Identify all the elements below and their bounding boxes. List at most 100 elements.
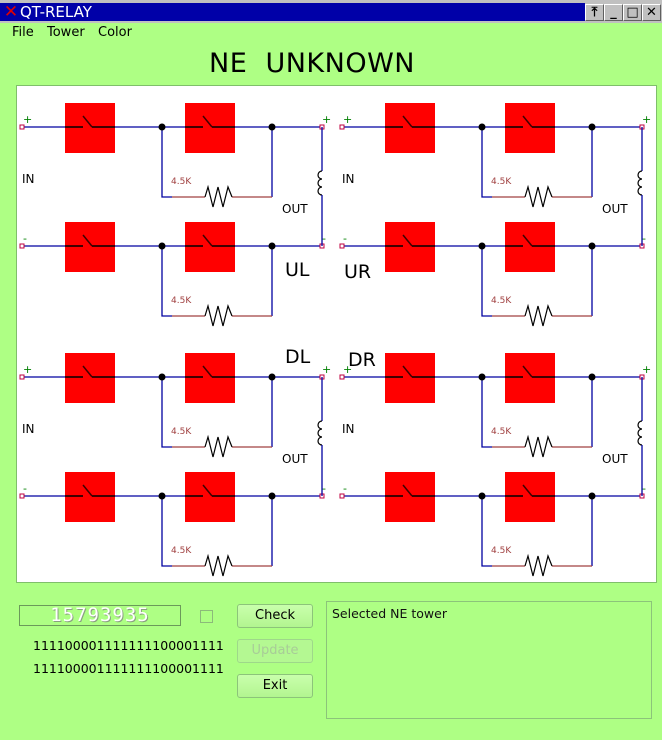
quadrant-label-dr: DR (348, 349, 376, 371)
relay-circuit-canvas: 4.5K + +4.5K - - IN OUT UL 4.5K + +4.5K - - IN OUT UR 4.… (16, 85, 657, 583)
in-label: IN (22, 422, 35, 436)
status-log[interactable]: Selected NE tower (326, 601, 652, 719)
terminal-in (339, 493, 345, 499)
junction-node (478, 492, 486, 500)
window-title: QT-RELAY (20, 3, 92, 21)
resistor-symbol (204, 184, 233, 208)
junction-node (158, 242, 166, 250)
minus-sign: - (23, 232, 27, 245)
plus-sign: + (322, 363, 331, 376)
resistor-label: 4.5K (171, 296, 192, 306)
terminal-in (339, 243, 345, 249)
junction-node (588, 373, 596, 381)
resistor-symbol (524, 184, 553, 208)
update-button[interactable]: Update (237, 639, 313, 663)
coil-symbol (317, 170, 323, 196)
junction-node (588, 242, 596, 250)
terminal-in (19, 243, 25, 249)
plus-sign: + (642, 113, 651, 126)
resistor-label: 4.5K (491, 546, 512, 556)
binary-readout-2: 111100001111111100001111 (33, 661, 224, 676)
out-label: OUT (602, 452, 628, 466)
terminal-in (19, 124, 25, 130)
resistor-loop-wire (161, 127, 172, 198)
resistor-symbol (204, 303, 233, 327)
relay-switch-blade (202, 365, 213, 378)
resistor-symbol (524, 434, 553, 458)
minimize-button[interactable]: _ (604, 4, 623, 21)
junction-node (478, 373, 486, 381)
relay-switch-blade (202, 115, 213, 128)
minus-sign: - (322, 482, 326, 495)
exit-button[interactable]: Exit (237, 674, 313, 698)
in-label: IN (342, 422, 355, 436)
terminal-in (339, 124, 345, 130)
relay-switch-blade (522, 115, 533, 128)
in-label: IN (22, 172, 35, 186)
minimize-icon: _ (610, 5, 617, 20)
menu-color[interactable]: Color (98, 25, 132, 40)
plus-sign: + (343, 363, 352, 376)
junction-node (588, 492, 596, 500)
relay-switch-blade (402, 115, 413, 128)
relay-switch-blade (522, 365, 533, 378)
menu-tower[interactable]: Tower (47, 25, 85, 40)
app-icon[interactable]: ✕ (3, 2, 19, 22)
resistor-symbol (524, 303, 553, 327)
title-bar: ✕ QT-RELAY ⤒ _ □ ✕ (0, 0, 662, 23)
check-button[interactable]: Check (237, 604, 313, 628)
junction-node (478, 123, 486, 131)
plus-sign: + (23, 113, 32, 126)
tower-status-text: NE UNKNOWN (209, 48, 415, 79)
close-button[interactable]: ✕ (642, 4, 661, 21)
quadrant-label-ul: UL (285, 259, 310, 281)
minus-sign: - (343, 482, 347, 495)
lcd-value: 15793935 (50, 604, 150, 626)
minus-sign: - (343, 232, 347, 245)
relay-switch-blade (82, 115, 93, 128)
relay-switch-blade (402, 365, 413, 378)
terminal-in (339, 374, 345, 380)
in-label: IN (342, 172, 355, 186)
plus-sign: + (642, 363, 651, 376)
out-label: OUT (282, 452, 308, 466)
resistor-label: 4.5K (491, 177, 512, 187)
binary-readout-1: 111100001111111100001111 (33, 638, 224, 653)
menu-bar: File Tower Color (0, 23, 662, 43)
title-bar-active[interactable] (0, 3, 585, 21)
coil-symbol (317, 420, 323, 446)
stay-on-top-button[interactable]: ⤒ (585, 4, 604, 21)
status-log-text: Selected NE tower (332, 606, 447, 621)
resistor-loop-wire (481, 496, 492, 567)
relay-switch-blade (82, 234, 93, 247)
resistor-loop-wire (481, 246, 492, 317)
plus-sign: + (23, 363, 32, 376)
relay-switch-blade (522, 484, 533, 497)
quadrant-label-ur: UR (344, 261, 371, 283)
resistor-loop-wire (481, 377, 492, 448)
junction-node (158, 123, 166, 131)
enable-checkbox[interactable] (200, 610, 213, 623)
resistor-label: 4.5K (491, 427, 512, 437)
relay-switch-blade (202, 484, 213, 497)
junction-node (268, 242, 276, 250)
lcd-value-display: 15793935 (19, 605, 181, 626)
out-label: OUT (602, 202, 628, 216)
maximize-button[interactable]: □ (623, 4, 642, 21)
minus-sign: - (642, 482, 646, 495)
relay-switch-blade (402, 234, 413, 247)
plus-sign: + (343, 113, 352, 126)
resistor-label: 4.5K (171, 427, 192, 437)
menu-file[interactable]: File (12, 25, 34, 40)
junction-node (268, 492, 276, 500)
junction-node (268, 123, 276, 131)
coil-symbol (637, 170, 643, 196)
resistor-label: 4.5K (171, 177, 192, 187)
terminal-in (19, 493, 25, 499)
pin-top-icon: ⤒ (591, 5, 598, 20)
close-icon: ✕ (646, 5, 657, 20)
resistor-loop-wire (161, 377, 172, 448)
junction-node (268, 373, 276, 381)
junction-node (158, 373, 166, 381)
tower-status-heading: NE UNKNOWN (0, 48, 624, 79)
